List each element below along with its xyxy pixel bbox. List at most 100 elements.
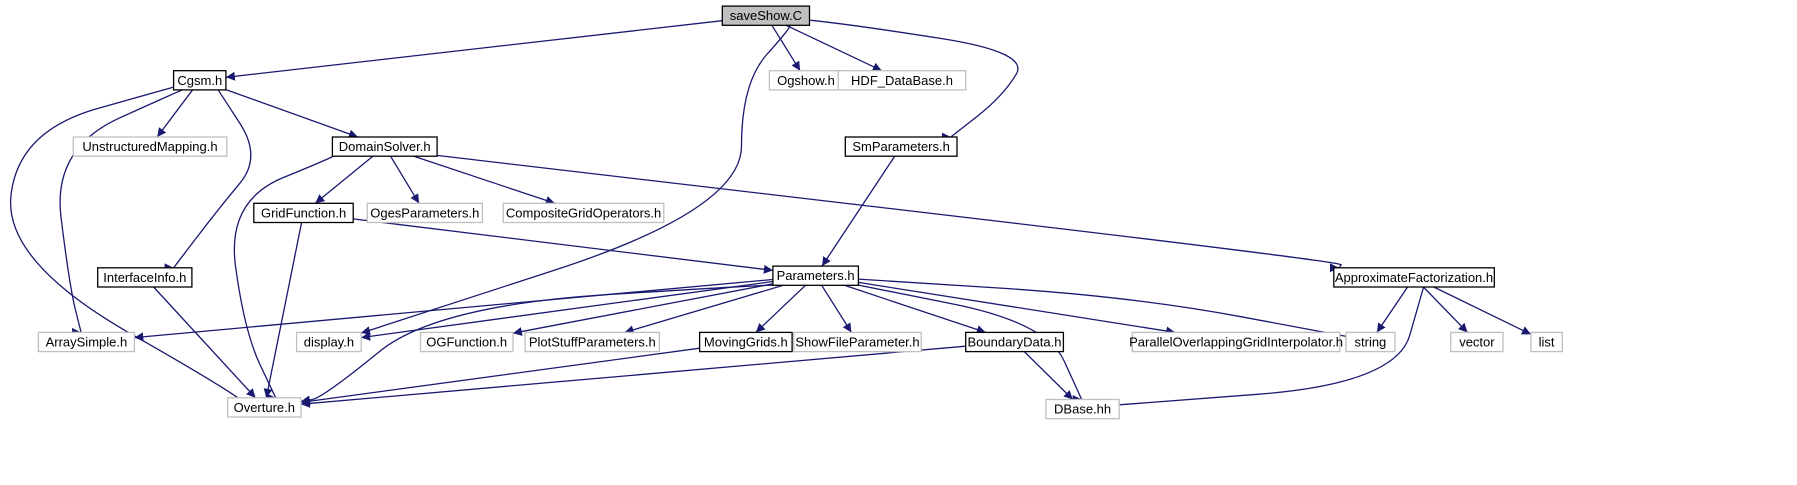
edge-DomainSolver-to-GridFunction [314, 155, 374, 204]
edge-SmParameters-to-Parameters [821, 155, 896, 267]
edge-Cgsm-to-ArraySimple [59, 88, 184, 333]
node-SmParameters[interactable]: SmParameters.h [844, 136, 958, 157]
node-label: OGFunction.h [426, 335, 507, 350]
node-label: OgesParameters.h [370, 205, 479, 220]
node-label: Cgsm.h [177, 73, 222, 88]
node-ApproximateFactorization[interactable]: ApproximateFactorization.h [1333, 267, 1495, 288]
node-label: SmParameters.h [852, 139, 950, 154]
edge-Parameters-to-MovingGrids [755, 284, 806, 333]
node-box [965, 331, 1065, 353]
edge-saveShow-to-HDF [785, 24, 883, 72]
node-label: string [1355, 335, 1387, 350]
edge-GridFunction-to-Overture [263, 222, 303, 398]
edge-Parameters-to-PlotStuffParameters [624, 284, 784, 335]
edge-saveShow-to-Cgsm [225, 20, 723, 81]
node-label: ApproximateFactorization.h [1335, 270, 1493, 285]
edges-layer [9, 19, 1532, 409]
node-box [502, 202, 665, 224]
node-box [844, 136, 958, 157]
node-label: DBase.hh [1054, 402, 1111, 417]
node-Cgsm[interactable]: Cgsm.h [172, 70, 227, 91]
node-Parameters[interactable]: Parameters.h [772, 265, 860, 286]
node-box [1045, 398, 1120, 420]
node-label: saveShow.C [730, 8, 802, 23]
node-OgesParameters: OgesParameters.h [366, 202, 484, 224]
node-box [172, 70, 227, 91]
node-box [1530, 331, 1563, 353]
node-box [698, 331, 793, 353]
node-display: display.h [295, 331, 362, 353]
node-BoundaryData[interactable]: BoundaryData.h [965, 331, 1065, 353]
edge-Parameters-to-OGFunction [512, 283, 774, 336]
node-UnstructuredMapping: UnstructuredMapping.h [72, 136, 228, 157]
node-box [419, 331, 514, 353]
edge-ApproximateFactorization-to-list [1433, 286, 1532, 335]
node-ParallelOverlapping: ParallelOverlappingGridInterpolator.h [1129, 331, 1343, 353]
node-box [97, 267, 193, 288]
edge-Cgsm-to-UnstructuredMapping [156, 89, 194, 138]
node-box [721, 5, 811, 26]
edge-Parameters-to-ArraySimple [134, 278, 773, 342]
node-label: HDF_DataBase.h [851, 73, 953, 88]
edge-Cgsm-to-Overture [9, 86, 246, 408]
nodes-layer: saveShow.C Cgsm.h Ogshow.h HDF_DataBase.hUn… [37, 5, 1563, 420]
node-ArraySimple: ArraySimple.h [37, 331, 136, 353]
node-string: string [1345, 331, 1396, 353]
node-box [837, 70, 967, 91]
node-label: list [1539, 335, 1555, 350]
node-box [1450, 331, 1504, 353]
node-list: list [1530, 331, 1563, 353]
node-label: MovingGrids.h [704, 335, 788, 350]
edge-Parameters-to-ParallelOverlapping [858, 281, 1176, 336]
node-ShowFileParameter: ShowFileParameter.h [793, 331, 922, 353]
node-label: DomainSolver.h [339, 139, 431, 154]
node-box [253, 202, 354, 224]
node-label: InterfaceInfo.h [103, 270, 186, 285]
node-vector: vector [1450, 331, 1504, 353]
node-box [227, 397, 302, 418]
node-box [1333, 267, 1495, 288]
node-GridFunction[interactable]: GridFunction.h [253, 202, 354, 224]
node-box [37, 331, 136, 353]
edge-Parameters-to-string [858, 278, 1356, 343]
node-box [524, 331, 661, 353]
node-label: Parameters.h [777, 268, 855, 283]
edge-GridFunction-to-Parameters [353, 218, 773, 274]
node-label: display.h [304, 335, 354, 350]
edge-Parameters-to-DBase [858, 284, 1083, 400]
node-box [331, 136, 438, 157]
edge-saveShow-to-SmParameters [809, 19, 1019, 138]
edge-DomainSolver-to-ApproximateFactorization [436, 154, 1348, 269]
edge-Parameters-to-ShowFileParameter [821, 284, 852, 333]
edge-DomainSolver-to-CompositeGridOperators [413, 155, 556, 205]
node-InterfaceInfo[interactable]: InterfaceInfo.h [97, 267, 193, 288]
node-MovingGrids[interactable]: MovingGrids.h [698, 331, 793, 353]
node-box [72, 136, 228, 157]
edge-DomainSolver-to-OgesParameters [389, 155, 420, 204]
node-DomainSolver[interactable]: DomainSolver.h [331, 136, 438, 157]
node-label: ShowFileParameter.h [795, 335, 919, 350]
node-box [793, 331, 922, 353]
node-label: Ogshow.h [777, 73, 835, 88]
edge-InterfaceInfo-to-Overture [153, 286, 256, 399]
edge-saveShow-to-Ogshow [771, 24, 801, 72]
node-box [366, 202, 484, 224]
node-Ogshow: Ogshow.h [768, 70, 844, 91]
node-label: vector [1459, 335, 1495, 350]
node-box [772, 265, 860, 286]
node-label: ParallelOverlappingGridInterpolator.h [1129, 335, 1343, 350]
node-box [295, 331, 362, 353]
edge-Parameters-to-BoundaryData [844, 284, 986, 334]
edge-Cgsm-to-DomainSolver [225, 88, 359, 139]
node-saveShow[interactable]: saveShow.C [721, 5, 811, 26]
edge-DomainSolver-to-Overture [233, 155, 334, 399]
edge-ApproximateFactorization-to-string [1376, 286, 1409, 333]
node-label: PlotStuffParameters.h [529, 335, 656, 350]
node-box [1345, 331, 1396, 353]
node-label: ArraySimple.h [46, 335, 128, 350]
edge-Parameters-to-Overture [300, 284, 779, 405]
node-CompositeGridOperators: CompositeGridOperators.h [502, 202, 665, 224]
node-label: GridFunction.h [261, 205, 346, 220]
edge-ApproximateFactorization-to-DBase [1119, 286, 1425, 409]
